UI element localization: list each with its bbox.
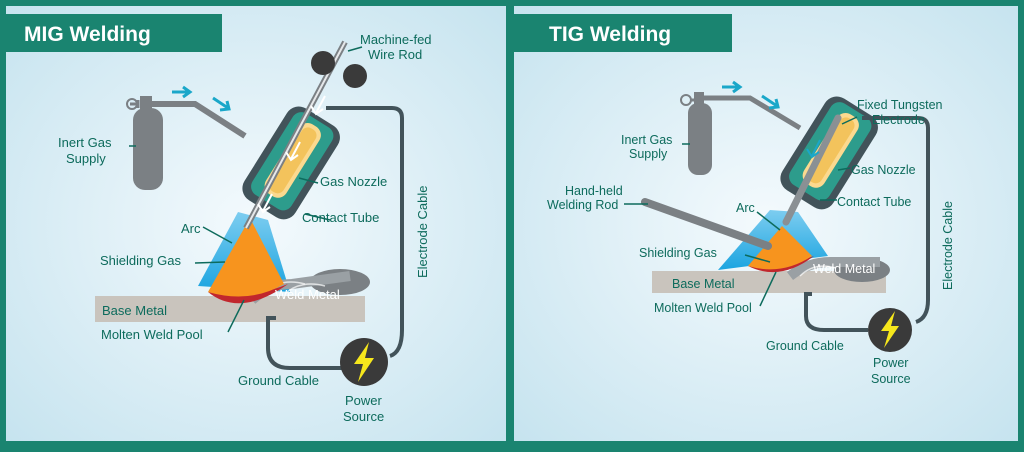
mig-label-electrode-cable: Electrode Cable (415, 186, 430, 279)
tig-title: TIG Welding (549, 23, 671, 46)
tig-label-contact-tube: Contact Tube (837, 195, 911, 209)
mig-gas-cylinder (126, 96, 163, 190)
tig-label-shielding-gas: Shielding Gas (639, 246, 717, 260)
tig-label-gas-supply-line2: Supply (629, 147, 668, 161)
mig-label-contact-tube: Contact Tube (302, 210, 379, 225)
tig-gas-cylinder (680, 92, 712, 175)
mig-label-power-line2: Source (343, 409, 384, 424)
tig-label-ground-cable: Ground Cable (766, 339, 844, 353)
mig-panel: MIG Welding (6, 6, 506, 441)
mig-title: MIG Welding (24, 23, 151, 46)
tig-label-arc: Arc (736, 201, 755, 215)
mig-label-weld-metal: Weld Metal (275, 287, 340, 302)
mig-wire-feed-arrow (310, 95, 326, 116)
mig-label-molten-pool: Molten Weld Pool (101, 327, 203, 342)
mig-wire-feed-arrow (285, 141, 301, 162)
mig-label-gas-supply-line1: Inert Gas (58, 135, 112, 150)
mig-label-base-metal: Base Metal (102, 303, 167, 318)
tig-label-tungsten-line2: Electrode (872, 113, 925, 127)
tig-gas-hose (704, 95, 802, 131)
mig-label-wire-rod-line1: Machine-fed (360, 32, 432, 47)
tig-gas-flow-arrow (806, 139, 821, 159)
mig-label-gas-nozzle: Gas Nozzle (320, 174, 387, 189)
mig-label-ground-cable: Ground Cable (238, 373, 319, 388)
lightning-bolt-icon (881, 311, 899, 348)
mig-electrode-cable (326, 106, 404, 358)
mig-wire-feed-arrow (257, 193, 273, 214)
tig-hand-held-welding-rod (641, 198, 772, 250)
panel-divider (506, 0, 514, 447)
tig-leader-lines (624, 116, 858, 307)
mig-gas-flow-arrow (172, 85, 193, 99)
mig-wire-feed-roller (343, 64, 367, 88)
mig-power-source (340, 338, 388, 386)
tig-label-molten-pool: Molten Weld Pool (654, 301, 752, 315)
mig-label-wire-rod-line2: Wire Rod (368, 47, 422, 62)
tig-tungsten-electrode (782, 114, 842, 226)
mig-label-gas-supply-line2: Supply (66, 151, 106, 166)
tig-label-base-metal: Base Metal (672, 277, 735, 291)
tig-label-tungsten-line1: Fixed Tungsten (857, 98, 943, 112)
tig-gas-flow-arrow (761, 94, 780, 110)
mig-leader-lines (129, 46, 363, 333)
mig-molten-weld-pool (208, 284, 288, 304)
mig-gas-flow-arrow (212, 96, 231, 112)
lightning-bolt-icon (354, 342, 374, 382)
mig-title-bar (6, 14, 222, 52)
tig-panel: TIG Welding (514, 6, 1018, 441)
tig-gas-flow-arrow (722, 80, 743, 94)
mig-ground-cable (266, 316, 342, 370)
tig-base-metal (652, 271, 886, 293)
mig-wire-feed-roller (311, 51, 335, 75)
tig-electrode-cable (862, 116, 930, 324)
mig-label-shielding-gas: Shielding Gas (100, 253, 181, 268)
tig-label-rod-line2: Welding Rod (547, 198, 618, 212)
tig-weld-metal-bead (786, 257, 890, 282)
tig-label-power-line1: Power (873, 356, 908, 370)
tig-label-gas-nozzle: Gas Nozzle (851, 163, 916, 177)
tig-label-rod-line1: Hand-held (565, 184, 623, 198)
tig-label-electrode-cable: Electrode Cable (941, 201, 955, 290)
mig-arc (208, 218, 284, 297)
tig-label-power-line2: Source (871, 372, 911, 386)
mig-label-power-line1: Power (345, 393, 383, 408)
tig-label-gas-supply-line1: Inert Gas (621, 133, 672, 147)
mig-label-arc: Arc (181, 221, 201, 236)
mig-gas-hose (152, 101, 247, 139)
tig-ground-cable (804, 292, 868, 332)
tig-power-source (868, 308, 912, 352)
tig-arc (748, 226, 812, 270)
tig-title-bar (514, 14, 732, 52)
tig-label-weld-metal: Weld Metal (813, 262, 875, 276)
